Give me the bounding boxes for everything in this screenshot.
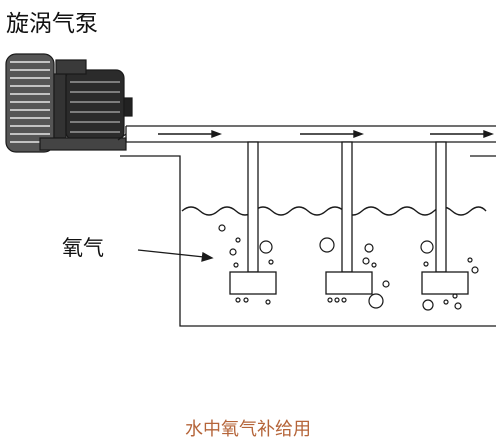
drop-pipe-3 [435, 141, 447, 273]
diffuser-3 [421, 271, 469, 295]
pump-label: 旋涡气泵 [6, 11, 98, 37]
airflow-arrows [158, 129, 494, 139]
oxygen-pointer-arrow [137, 249, 214, 262]
drop-pipes [247, 141, 447, 273]
diffuser-1 [229, 271, 277, 295]
drop-pipe-1 [247, 141, 259, 273]
main-air-pipe [117, 125, 496, 143]
oxygen-label: 氧气 [62, 236, 104, 260]
drop-pipe-2 [341, 141, 353, 273]
figure-caption: 水中氧气补给用 [185, 419, 311, 440]
vortex-air-pump [5, 53, 133, 153]
air-bubbles [218, 224, 479, 311]
water-tank [120, 155, 496, 327]
diffuser-2 [325, 271, 373, 295]
diffusers [229, 271, 469, 295]
